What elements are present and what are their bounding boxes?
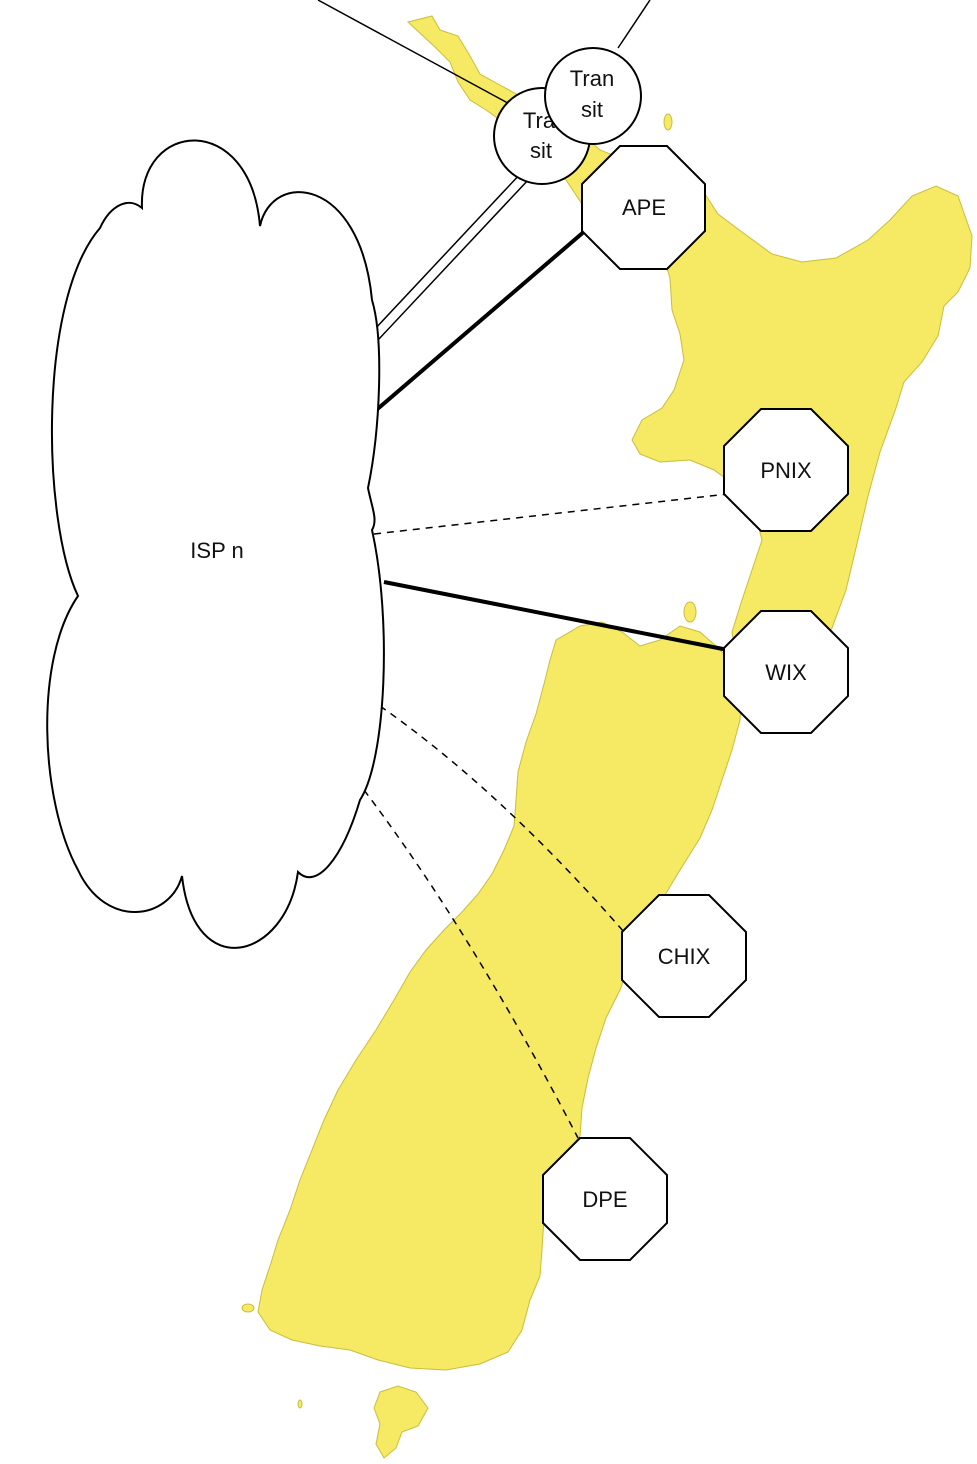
exchange-label: DPE — [582, 1187, 627, 1212]
transit-link — [373, 171, 523, 331]
chix-link — [379, 705, 625, 933]
octagon — [581, 145, 706, 270]
exchange-label: CHIX — [658, 944, 711, 969]
small-island — [297, 1399, 303, 1409]
upstream-link — [617, 0, 651, 49]
octagon — [723, 610, 849, 734]
exchange-label: APE — [622, 195, 666, 220]
north-island — [406, 15, 973, 685]
exchange-label: WIX — [765, 660, 807, 685]
octagon — [723, 408, 849, 532]
transit-label-line1: Tran — [570, 66, 614, 91]
cloud-shape — [46, 139, 385, 949]
stewart-island — [373, 1385, 429, 1459]
cloud-label: ISP n — [190, 538, 243, 563]
transit-label-line2: sit — [581, 97, 603, 122]
wix-link — [383, 580, 729, 652]
exchange-pnix: PNIX — [723, 408, 849, 532]
small-island — [241, 1303, 255, 1313]
transit-label-line2: sit — [530, 138, 552, 163]
isp-cloud: ISP n — [46, 139, 385, 949]
small-island — [683, 601, 697, 623]
links — [317, 0, 729, 1139]
exchange-ape: APE — [581, 145, 706, 270]
exchange-label: PNIX — [760, 458, 812, 483]
transit-node: Tran sit — [544, 47, 642, 145]
ape-link — [372, 228, 588, 414]
small-island — [663, 113, 673, 131]
exchange-chix: CHIX — [621, 894, 747, 1018]
upstream-link — [317, 0, 529, 115]
octagon — [542, 1137, 668, 1261]
octagon — [621, 894, 747, 1018]
exchange-wix: WIX — [723, 610, 849, 734]
transit-circle — [544, 47, 642, 145]
exchange-dpe: DPE — [542, 1137, 668, 1261]
pnix-link — [373, 493, 729, 535]
transit-link — [377, 177, 531, 341]
